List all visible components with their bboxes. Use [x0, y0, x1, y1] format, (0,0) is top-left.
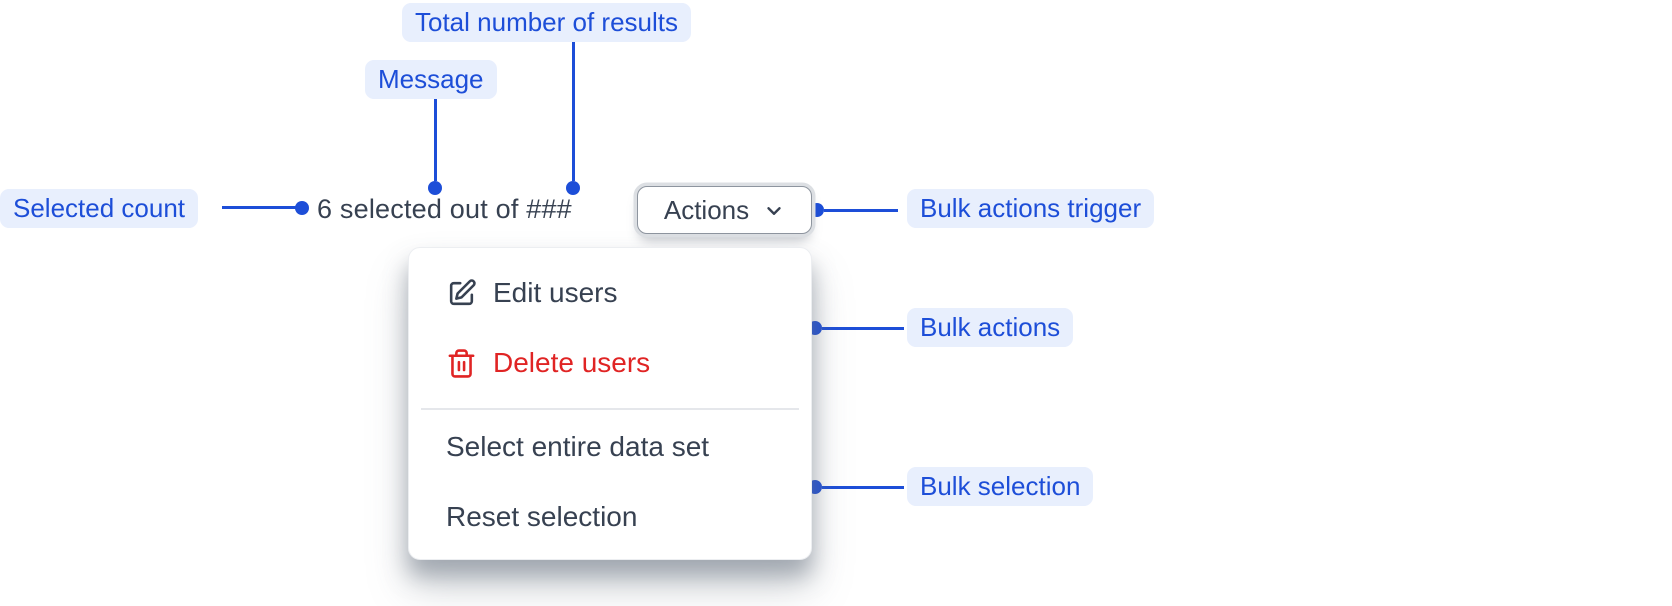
connector-line-total-results	[572, 42, 575, 181]
connector-dot-bulk-actions-trigger	[810, 203, 824, 217]
actions-button-label: Actions	[663, 194, 750, 225]
menu-divider	[421, 408, 799, 410]
selection-count-message: 6 selected out of ###	[317, 194, 572, 224]
bulk-actions-dropdown-menu: Edit users Delete users Select entire da…	[408, 247, 812, 560]
connector-dot-total-results	[566, 181, 580, 195]
trash-icon	[448, 348, 475, 378]
menu-item-label: Select entire data set	[446, 431, 710, 462]
connector-line-bulk-actions	[822, 327, 904, 330]
bulk-actions-trigger-button[interactable]: Actions	[637, 186, 812, 234]
connector-line-selected-count	[222, 206, 296, 209]
annotation-message: Message	[365, 60, 497, 99]
connector-dot-message	[428, 181, 442, 195]
annotation-bulk-selection: Bulk selection	[907, 467, 1094, 506]
menu-item-label: Reset selection	[446, 501, 638, 532]
annotation-bulk-actions: Bulk actions	[907, 308, 1074, 347]
edit-icon	[449, 278, 476, 305]
connector-line-bulk-selection	[822, 486, 904, 489]
menu-item-delete-users[interactable]: Delete users	[409, 335, 811, 391]
annotation-total-number-of-results: Total number of results	[402, 3, 692, 42]
connector-dot-selected-count	[295, 201, 309, 215]
connector-line-bulk-actions-trigger	[824, 209, 898, 212]
annotation-bulk-actions-trigger: Bulk actions trigger	[907, 189, 1155, 228]
annotation-selected-count: Selected count	[0, 189, 199, 228]
menu-item-label: Delete users	[493, 347, 651, 378]
connector-line-message	[434, 99, 437, 181]
menu-item-select-entire-data-set[interactable]: Select entire data set	[409, 419, 811, 475]
menu-item-edit-users[interactable]: Edit users	[409, 265, 811, 321]
menu-item-label: Edit users	[493, 277, 618, 308]
chevron-down-icon	[767, 207, 781, 215]
menu-item-reset-selection[interactable]: Reset selection	[409, 489, 811, 545]
